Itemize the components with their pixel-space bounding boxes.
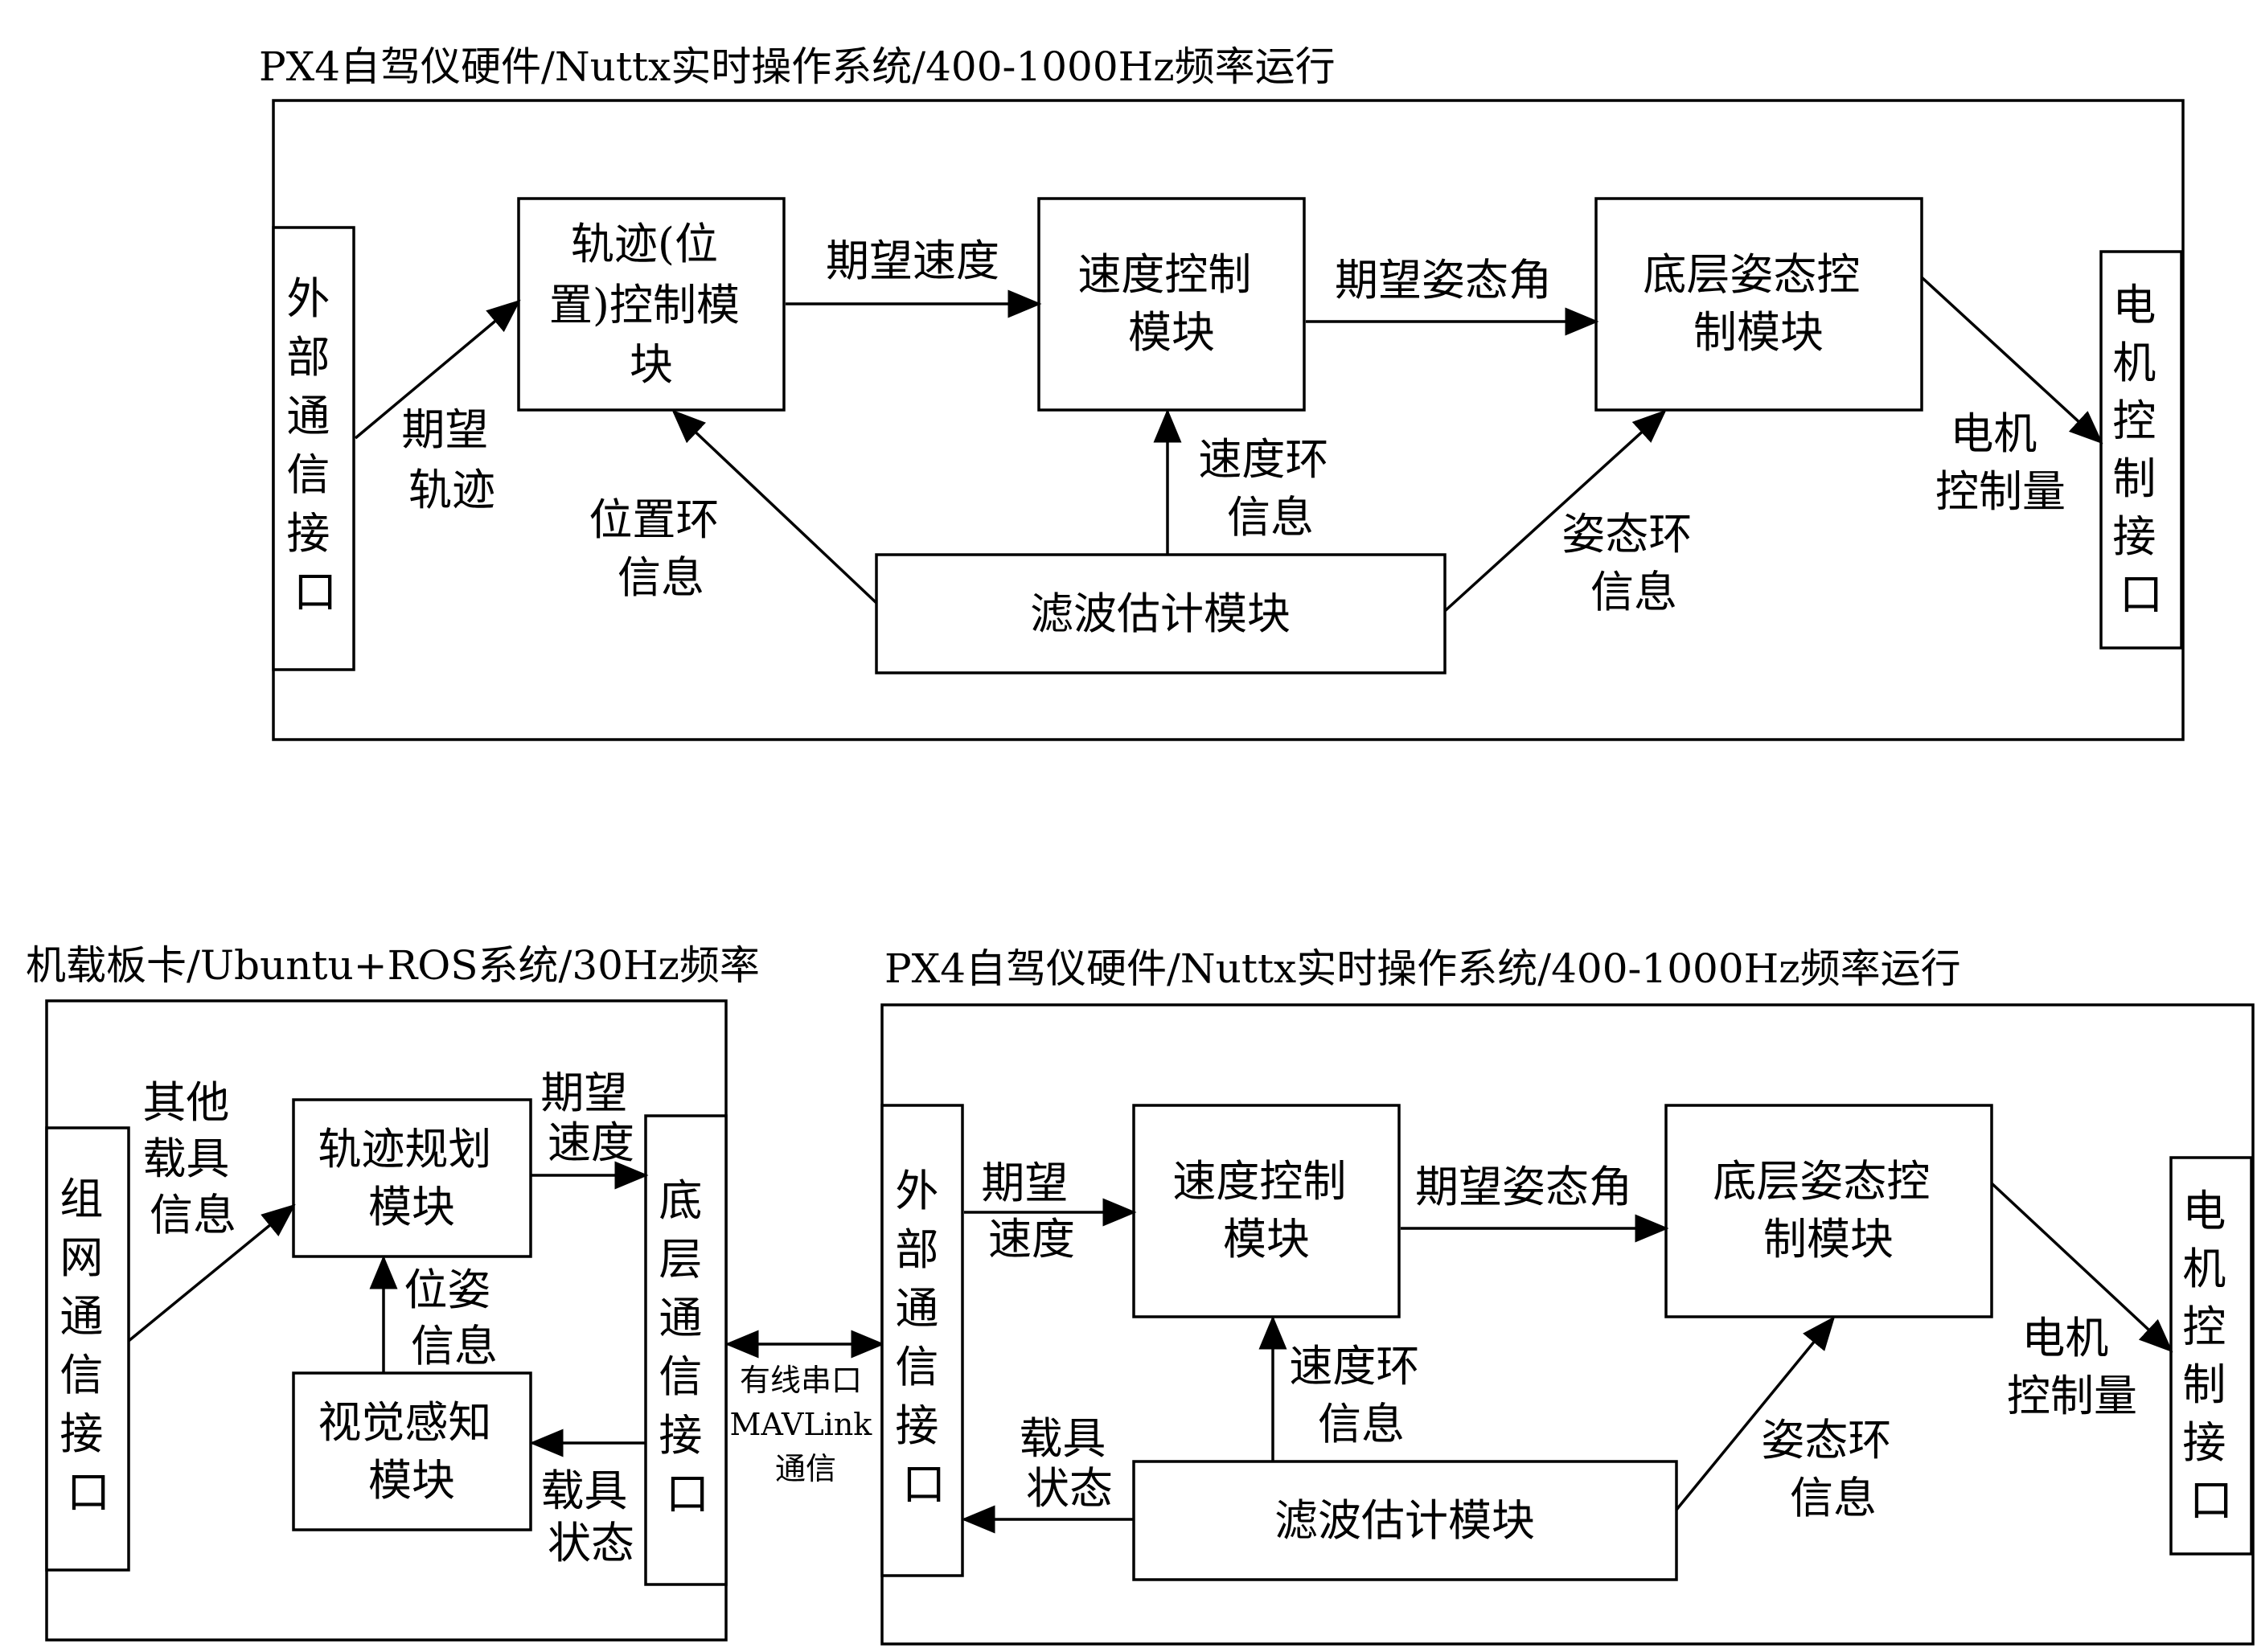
top-motor-control-interface-label: 电 机 控 制 接 口 — [2112, 280, 2169, 620]
top-ext-comm-interface — [272, 226, 355, 671]
br-velocity-control-module — [1132, 1104, 1401, 1318]
low-level-comm-interface-label: 底 层 通 信 接 口 — [659, 1175, 716, 1519]
low-level-comm-interface — [644, 1114, 728, 1586]
top-label-desired-velocity: 期望速度 — [826, 236, 999, 286]
br-velocity-control-module-label: 速度控制 模块 — [1172, 1156, 1360, 1265]
top-ext-comm-interface-label: 外 部 通 信 接 口 — [286, 273, 343, 617]
br-label-velocity-loop-info: 速度环 信息 — [1289, 1341, 1433, 1449]
label-pose-info: 位姿 信息 — [404, 1265, 504, 1371]
top-arrow-attitude-loop — [1443, 409, 1667, 613]
top-diagram: PX4自驾仪硬件/Nuttx实时操作系统/400-1000Hz频率运行 外 部 … — [259, 43, 2185, 741]
vision-perception-module — [292, 1371, 532, 1531]
br-label-desired-attitude: 期望姿态角 — [1415, 1162, 1632, 1212]
br-motor-control-interface — [2169, 1156, 2253, 1556]
network-comm-interface — [45, 1126, 130, 1572]
top-trajectory-control-module-label: 轨迹(位 置)控制模 块 — [549, 219, 753, 390]
top-velocity-control-module-label: 速度控制 模块 — [1077, 249, 1265, 358]
br-filter-estimation-module — [1132, 1460, 1678, 1581]
top-label-motor-control: 电机 控制量 — [1935, 408, 2066, 517]
top-arrow-desired-trajectory — [354, 299, 521, 440]
top-label-attitude-loop-info: 姿态环 信息 — [1561, 509, 1705, 617]
bottom-left-diagram: 机载板卡/Ubuntu+ROS系统/30Hz频率 组 网 通 信 接 口 轨迹规… — [26, 942, 760, 1642]
top-frame-title: PX4自驾仪硬件/Nuttx实时操作系统/400-1000Hz频率运行 — [259, 43, 1336, 90]
br-label-vehicle-state: 载具 状态 — [1019, 1413, 1119, 1514]
top-velocity-control-module — [1037, 197, 1306, 412]
br-arrow-attitude-loop — [1675, 1316, 1836, 1511]
label-other-vehicle-info: 其他 载具 信息 — [142, 1077, 243, 1240]
mavlink-link: 有线串口 MAVLink 通信 — [724, 1330, 885, 1486]
top-motor-control-interface — [2099, 250, 2183, 650]
top-label-desired-attitude: 期望姿态角 — [1335, 255, 1552, 305]
top-filter-estimation-module-label: 滤波估计模块 — [1030, 588, 1291, 639]
top-arrow-position-loop — [671, 409, 878, 605]
label-planned-desired-velocity: 期望 速度 — [540, 1068, 641, 1168]
arrow-other-vehicle-info — [127, 1203, 296, 1343]
vision-perception-module-label: 视觉感知 模块 — [318, 1397, 505, 1506]
top-arrow-motor-control — [1920, 276, 2103, 445]
top-attitude-control-module — [1594, 197, 1923, 412]
label-vehicle-state-left: 载具 状态 — [540, 1465, 641, 1568]
br-ext-comm-interface-label: 外 部 通 信 接 口 — [895, 1166, 952, 1510]
bottom-right-frame-title: PX4自驾仪硬件/Nuttx实时操作系统/400-1000Hz频率运行 — [884, 945, 1961, 992]
trajectory-planning-module-label: 轨迹规划 模块 — [318, 1124, 505, 1232]
br-label-motor-control: 电机 控制量 — [2007, 1313, 2137, 1421]
br-label-attitude-loop-info: 姿态环 信息 — [1761, 1415, 1905, 1523]
top-trajectory-control-module — [517, 197, 786, 412]
br-arrow-motor-control — [1990, 1182, 2173, 1353]
top-attitude-control-module-label: 底层姿态控 制模块 — [1643, 249, 1873, 358]
top-label-position-loop-info: 位置环 信息 — [589, 494, 732, 603]
network-comm-interface-label: 组 网 通 信 接 口 — [60, 1174, 117, 1518]
top-filter-estimation-module — [875, 553, 1447, 674]
br-attitude-control-module — [1664, 1104, 1993, 1318]
top-label-desired-trajectory: 期望 轨迹 — [401, 404, 502, 515]
br-motor-control-interface-label: 电 机 控 制 接 口 — [2182, 1186, 2239, 1526]
br-label-desired-velocity: 期望 速度 — [981, 1158, 1081, 1265]
br-filter-estimation-module-label: 滤波估计模块 — [1274, 1495, 1535, 1546]
br-ext-comm-interface — [880, 1104, 964, 1577]
label-mavlink: 有线串口 MAVLink 通信 — [730, 1363, 882, 1486]
top-label-velocity-loop-info: 速度环 信息 — [1198, 434, 1342, 543]
br-attitude-control-module-label: 底层姿态控 制模块 — [1713, 1156, 1943, 1265]
trajectory-planning-module — [292, 1098, 532, 1258]
bottom-right-diagram: PX4自驾仪硬件/Nuttx实时操作系统/400-1000Hz频率运行 外 部 … — [880, 945, 2255, 1646]
bottom-left-frame-title: 机载板卡/Ubuntu+ROS系统/30Hz频率 — [26, 942, 760, 989]
